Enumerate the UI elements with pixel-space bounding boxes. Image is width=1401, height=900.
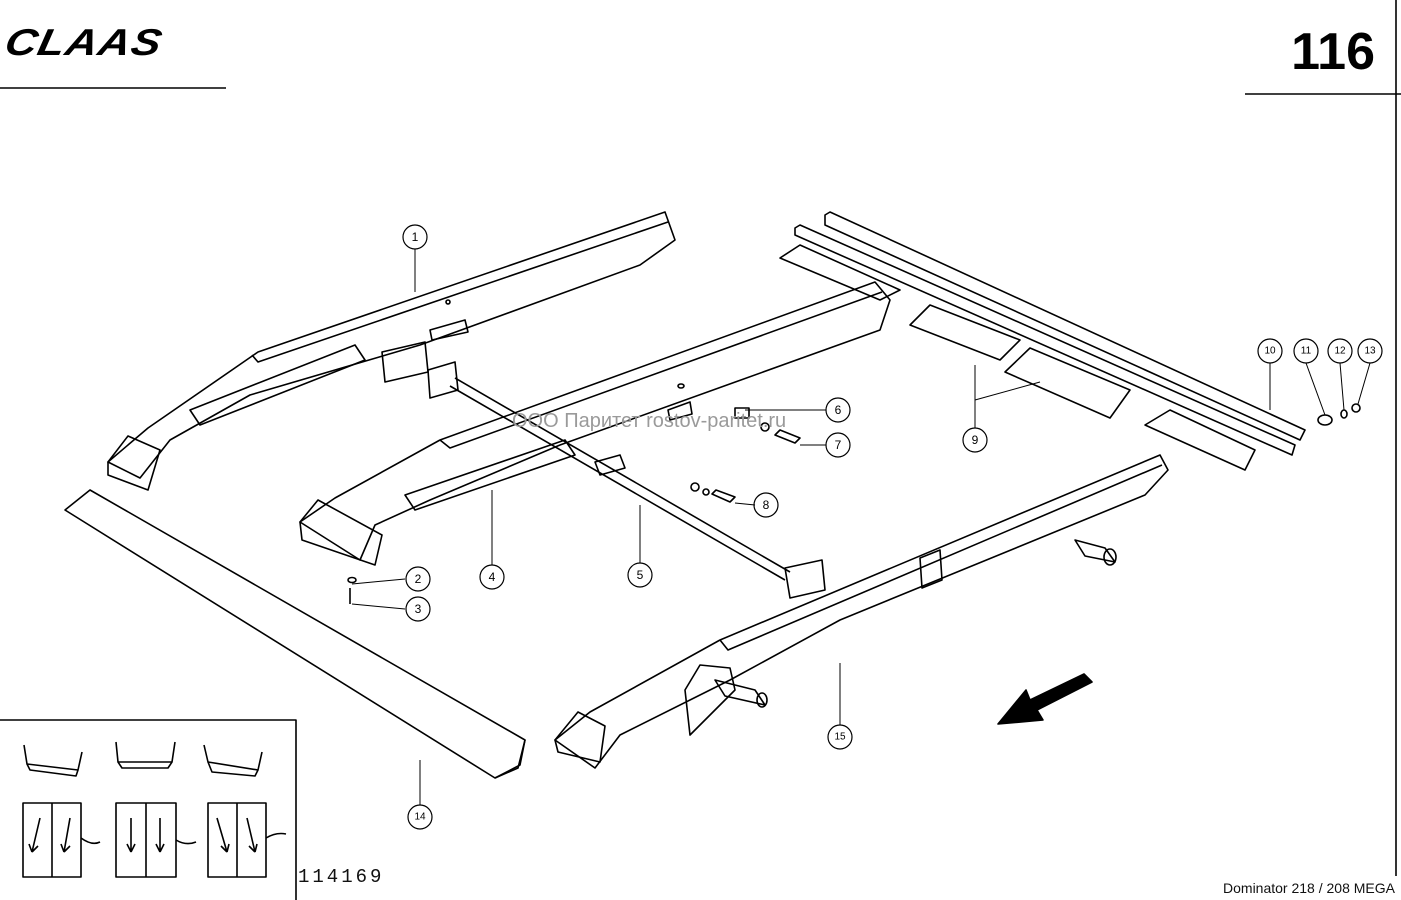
- callout-11-circle: [1293, 338, 1319, 364]
- callout-4-circle: [479, 564, 505, 590]
- model-label: Dominator 218 / 208 MEGA: [1223, 880, 1395, 896]
- callout-6: 6: [835, 403, 842, 417]
- callout-8-circle: [753, 492, 779, 518]
- profile-view-1: [23, 744, 83, 777]
- part-1-left-rail: [107, 211, 676, 491]
- drawing-number: 114169: [298, 866, 385, 888]
- callout-5: 5: [637, 568, 644, 582]
- callout-7: 7: [835, 438, 842, 452]
- callout-6-circle: [825, 397, 851, 423]
- callout-10: 10: [1264, 346, 1276, 357]
- part-9-rear-crossmember: [779, 211, 1306, 471]
- part-4-center-rail: [299, 281, 891, 566]
- callout-7-circle: [825, 432, 851, 458]
- leader-lines: [351, 249, 1371, 805]
- callout-12: 12: [1334, 346, 1346, 357]
- callout-11: 11: [1301, 346, 1312, 357]
- part-2-3-bolt: [347, 576, 357, 604]
- callout-5-circle: [627, 562, 653, 588]
- callout-2-circle: [405, 566, 431, 592]
- callout-1: 1: [412, 230, 419, 244]
- callout-14: 14: [414, 812, 426, 823]
- profile-view-3: [203, 744, 263, 777]
- part-5-cross-tube: [427, 361, 826, 599]
- callout-15-circle: [827, 724, 853, 750]
- part-15-right-rail: [554, 454, 1169, 769]
- inset-panel: [0, 719, 297, 900]
- callout-circles: [402, 224, 1383, 830]
- part-6-8-hardware: [690, 407, 801, 503]
- page-number: 116: [1291, 23, 1375, 81]
- direction-arrow: [997, 673, 1093, 725]
- callout-14-circle: [407, 804, 433, 830]
- panel-option-3: [207, 802, 287, 878]
- callout-3-circle: [405, 596, 431, 622]
- callout-10-circle: [1257, 338, 1283, 364]
- callout-13: 13: [1364, 346, 1376, 357]
- callout-15: 15: [834, 732, 846, 743]
- callout-2: 2: [415, 572, 422, 586]
- panel-option-2: [115, 802, 197, 878]
- part-14-shield: [64, 489, 526, 779]
- callout-3: 3: [415, 602, 422, 616]
- callout-8: 8: [763, 498, 770, 512]
- callout-13-circle: [1357, 338, 1383, 364]
- watermark-text: ООО Паритет rostov-paritet.ru: [512, 410, 787, 432]
- panel-option-1: [22, 802, 101, 878]
- callout-1-circle: [402, 224, 428, 250]
- callout-4: 4: [489, 570, 496, 584]
- callout-9: 9: [972, 433, 979, 447]
- callout-12-circle: [1327, 338, 1353, 364]
- callout-9-circle: [962, 427, 988, 453]
- profile-view-2: [115, 741, 176, 769]
